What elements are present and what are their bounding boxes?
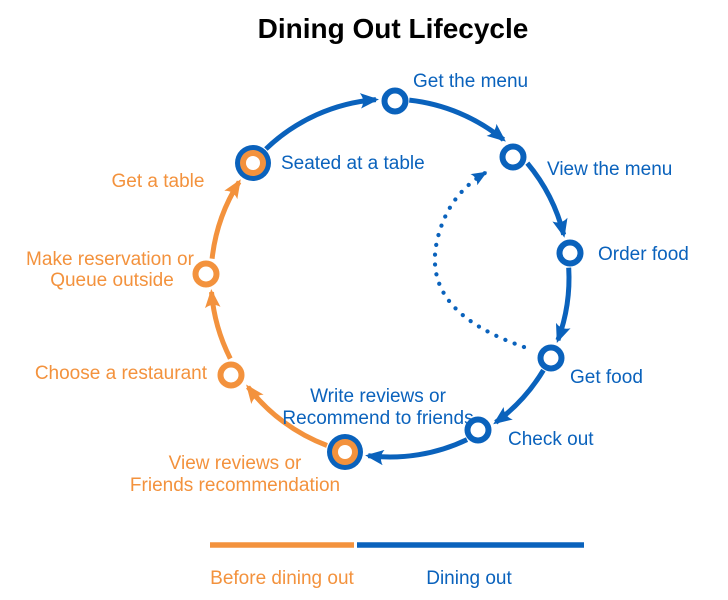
arc-reviews-to-choose-restaurant <box>246 384 328 448</box>
arc-order-food-to-get-food <box>555 267 572 344</box>
node-view-the-menu <box>499 143 527 171</box>
label-view-reviews-line1: View reviews or <box>169 453 302 474</box>
label-view-reviews-line2: Friends recommendation <box>130 475 340 496</box>
node-reviews-transition <box>327 434 363 470</box>
label-choose-a-restaurant: Choose a restaurant <box>35 363 208 384</box>
label-order-food: Order food <box>598 244 689 265</box>
node-choose-a-restaurant <box>217 361 245 389</box>
arc-reservation-to-seated <box>209 179 242 259</box>
label-get-a-table: Get a table <box>112 171 205 192</box>
label-check-out: Check out <box>508 429 594 450</box>
node-get-food <box>537 344 565 372</box>
node-make-reservation <box>192 260 220 288</box>
arc-get-menu-to-view-menu <box>409 97 506 142</box>
page-title: Dining Out Lifecycle <box>258 13 529 44</box>
arc-check-out-to-reviews <box>365 437 469 466</box>
arc-seated-to-get-menu <box>264 93 379 151</box>
arc-get-food-to-check-out <box>493 368 546 425</box>
legend: Before dining out Dining out <box>210 542 584 589</box>
node-get-the-menu <box>381 87 409 115</box>
label-seated-at-a-table: Seated at a table <box>281 153 425 174</box>
label-make-reservation-line1: Make reservation or <box>26 249 195 270</box>
node-seated-at-a-table <box>235 145 271 181</box>
label-make-reservation-line2: Queue outside <box>50 270 174 291</box>
node-order-food <box>556 239 584 267</box>
legend-dining-label: Dining out <box>426 568 512 589</box>
label-write-reviews-line1: Write reviews or <box>310 386 447 407</box>
legend-before-dining-label: Before dining out <box>210 568 354 589</box>
label-get-the-menu: Get the menu <box>413 71 528 92</box>
node-check-out <box>464 416 492 444</box>
arc-choose-restaurant-to-reservation <box>205 289 233 360</box>
arc-view-menu-to-order-food <box>525 161 568 238</box>
arc-reorder-loop-dotted <box>432 170 527 350</box>
label-view-the-menu: View the menu <box>547 159 672 180</box>
label-write-reviews-line2: Recommend to friends <box>282 408 473 429</box>
label-get-food: Get food <box>570 367 643 388</box>
